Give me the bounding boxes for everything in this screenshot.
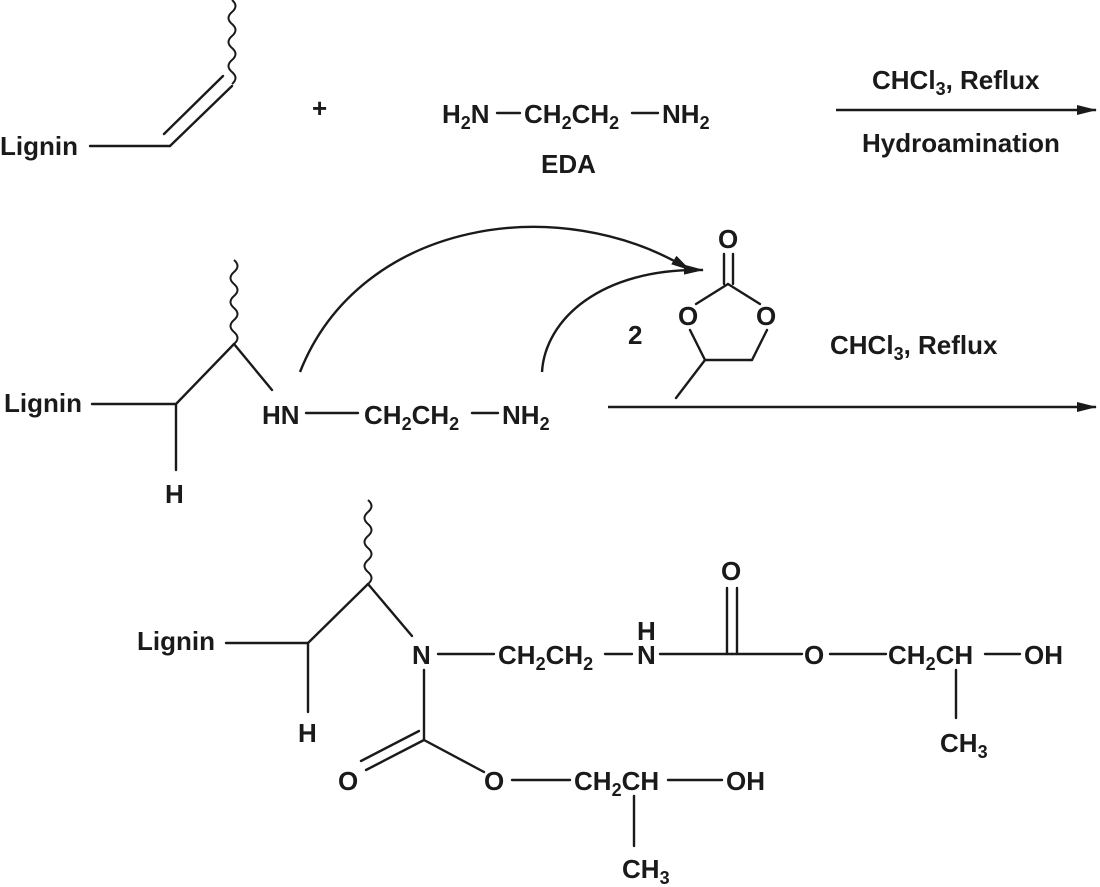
step2-bond-ch-ch2 <box>174 342 236 406</box>
eda-h2n: H2N <box>442 99 490 133</box>
step2-attack-arrows <box>298 225 704 373</box>
reagent-count: 2 <box>628 320 642 350</box>
carbonate-o-top: O <box>718 224 738 254</box>
product-ch2ch2-label: CH2CH2 <box>498 640 593 674</box>
product-h-label: H <box>298 718 317 748</box>
carbonate-o-right: O <box>756 301 776 331</box>
step1-lignin-vinyl: Lignin <box>0 0 237 161</box>
step1-eda-molecule: H2N CH2CH2 NH2 EDA <box>442 99 710 179</box>
product-bond-c-o-bottom <box>422 738 486 774</box>
product-nh-n-label: N <box>637 640 656 670</box>
step1-double-bond-outer <box>168 84 234 148</box>
product-bond-ch-n <box>366 582 414 638</box>
step2-nh2-label: NH2 <box>502 400 550 434</box>
step2-ch2ch2-label: CH2CH2 <box>364 400 459 434</box>
step2-condition: CHCl3, Reflux <box>830 330 998 364</box>
product-oh-right: OH <box>1024 640 1063 670</box>
eda-nh2: NH2 <box>662 99 710 133</box>
carbonate-o-left: O <box>678 301 698 331</box>
product-ch2ch-right: CH2CH <box>888 640 973 674</box>
carbonate-oright-ch2 <box>750 328 769 362</box>
carbonate-methyl <box>674 358 707 400</box>
step1-plus-sign: + <box>312 93 327 123</box>
product-ch2ch-bottom: CH2CH <box>574 766 659 800</box>
product-molecule: Lignin H N CH2CH2 H N O O CH2CH OH CH3 O… <box>137 499 1063 887</box>
step2-reaction-arrow: CHCl3, Reflux <box>608 330 1097 412</box>
step1-condition-top: CHCl3, Reflux <box>872 65 1040 99</box>
propylene-carbonate: O O O <box>674 224 776 400</box>
eda-label: EDA <box>541 149 596 179</box>
step2-intermediate: Lignin H HN CH2CH2 NH2 <box>4 259 550 509</box>
product-ester-o-right: O <box>804 640 824 670</box>
carbonate-oleft-ch <box>688 328 707 362</box>
carbonate-c-oleft <box>694 282 730 306</box>
step2-lignin-label: Lignin <box>4 388 82 418</box>
product-ch3-bottom: CH3 <box>622 854 670 887</box>
product-carbonyl-o-left: O <box>338 766 358 796</box>
step2-hn-label: HN <box>262 400 300 430</box>
step1-double-bond-inner <box>162 74 225 136</box>
step1-lignin-label: Lignin <box>0 131 78 161</box>
product-oh-bottom: OH <box>726 766 765 796</box>
product-lignin-label: Lignin <box>137 626 215 656</box>
step1-reaction-arrow: CHCl3, Reflux Hydroamination <box>836 65 1097 158</box>
product-ester-o-bottom: O <box>484 766 504 796</box>
product-ch3-right: CH3 <box>940 728 988 762</box>
attack-arrow-hn <box>298 225 691 373</box>
attack-arrow-nh2 <box>540 264 704 373</box>
carbonate-c-oright <box>726 282 762 306</box>
product-bond-ch-ch2 <box>306 582 370 645</box>
product-carbonyl-left-2 <box>359 729 421 763</box>
step1-condition-bottom: Hydroamination <box>862 128 1060 158</box>
product-n-label: N <box>412 640 431 670</box>
step2-h-label: H <box>165 479 184 509</box>
step1-wavy-bond <box>227 0 237 85</box>
product-nh-h-label: H <box>637 616 656 646</box>
product-carbonyl-o-top: O <box>721 556 741 586</box>
product-carbonyl-left-1 <box>364 738 426 772</box>
step2-wavy-bond <box>229 259 239 345</box>
step2-bond-ch-hn <box>232 342 274 392</box>
product-wavy-bond <box>363 499 373 585</box>
eda-ch2ch2: CH2CH2 <box>524 99 619 133</box>
